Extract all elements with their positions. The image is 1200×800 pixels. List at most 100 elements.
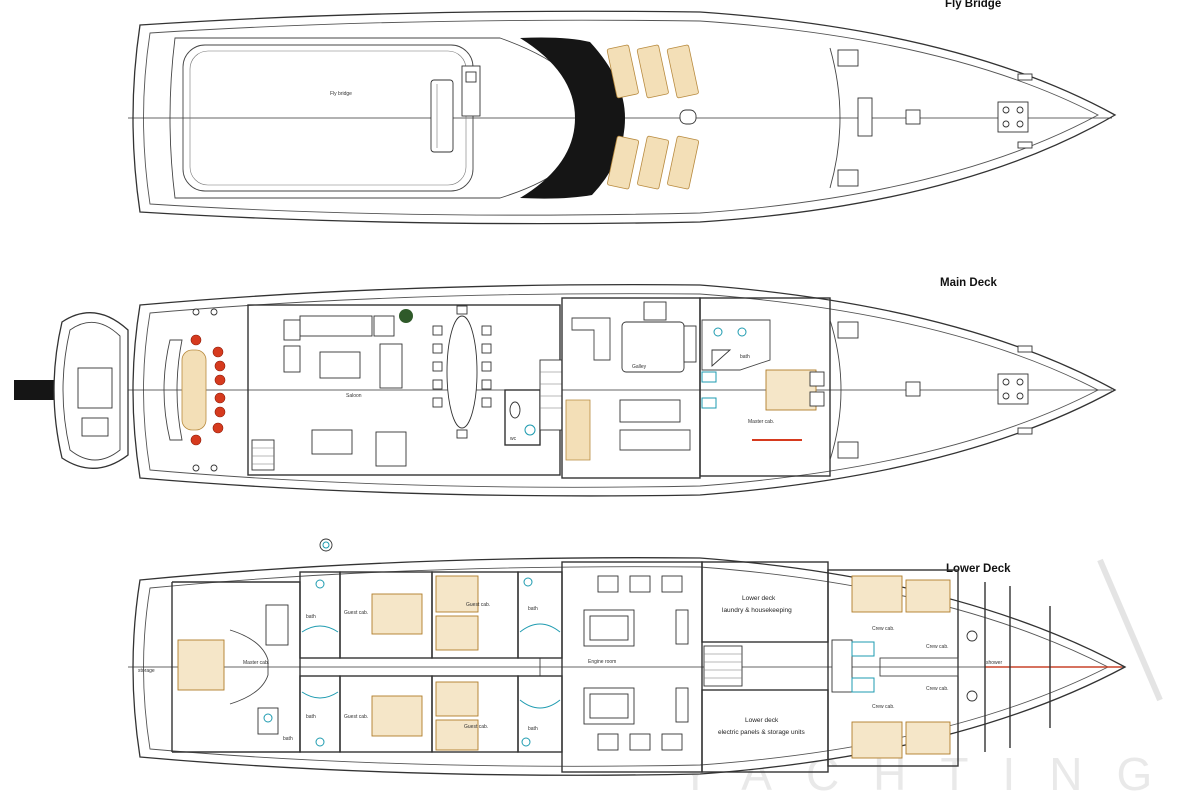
dining-chair-5 — [432, 397, 443, 408]
guest-cab-4-label: Guest cab. — [464, 724, 488, 730]
aft-chair-5 — [214, 392, 226, 404]
dining-chairs — [432, 305, 492, 439]
lower-deck-hull — [132, 557, 1127, 776]
fly-bridge-bow-hatch — [905, 109, 921, 125]
main-engine-starboard-detail — [589, 693, 629, 719]
crew-stair — [831, 639, 853, 693]
fly-bridge-hatch — [679, 109, 697, 125]
galley-stair-tan — [565, 399, 591, 461]
dining-chair-9 — [481, 379, 492, 390]
guest-bath-3-shower — [301, 691, 339, 699]
master-basin-2 — [737, 327, 747, 337]
saloon-bar — [311, 429, 353, 455]
windlass-bollard-3 — [1002, 120, 1010, 128]
saloon-label: Saloon — [346, 393, 362, 399]
guest-cab-4-bed-2 — [435, 719, 479, 751]
master-bed — [765, 369, 817, 411]
saloon-armchair-3 — [283, 345, 301, 373]
guest-bath-4-shower — [519, 699, 561, 709]
fly-bridge-bow-locker — [857, 97, 873, 137]
engine-room-tank-1 — [675, 609, 689, 645]
fly-bridge-windscreen — [520, 37, 625, 199]
lower-master-curve-wall — [229, 629, 269, 705]
sun-lounger-6 — [667, 135, 700, 190]
fly-bridge-title: Fly Bridge — [945, 0, 1001, 10]
lower-master-wardrobe — [265, 604, 289, 646]
main-deck-title: Main Deck — [940, 277, 997, 289]
fly-bridge-bow-steps-top — [837, 49, 859, 67]
galley-counter-1 — [571, 317, 611, 361]
guest-cab-1-label: Guest cab. — [344, 610, 368, 616]
main-deck-windlass — [997, 373, 1029, 405]
guest-bath-4-basin — [521, 737, 531, 747]
saloon-sideboard — [379, 343, 403, 389]
aft-chair-3 — [214, 360, 226, 372]
lower-deck: Lower Deck storage Master cab. bath — [128, 538, 1127, 776]
utility-stair — [703, 645, 743, 687]
guest-bath-1-label: bath — [306, 614, 316, 620]
aft-chair-7 — [212, 422, 224, 434]
main-deck: Main Deck — [14, 277, 1117, 497]
saloon-cabinet — [375, 431, 407, 467]
engine-unit-5 — [629, 733, 651, 751]
main-windlass-bollard-2 — [1016, 378, 1024, 386]
master-bath-walls — [701, 319, 771, 371]
crew-bath-fixture-2 — [851, 677, 875, 693]
guest-bath-1-basin — [315, 579, 325, 589]
guest-cabins-port: bath Guest cab. Guest cab. bath — [299, 571, 563, 659]
guest-cab-2-label: Guest cab. — [466, 602, 490, 608]
lower-deck-title: Lower Deck — [946, 563, 1011, 575]
main-windlass-bollard-1 — [1002, 378, 1010, 386]
main-deck-bollard-2 — [210, 308, 218, 316]
guest-bath-3-label: bath — [306, 714, 316, 720]
fly-bridge-sun-loungers — [606, 44, 700, 190]
saloon: Saloon — [247, 304, 561, 476]
main-deck-cleat-bottom — [1017, 427, 1033, 435]
lower-deck-hull-inner — [143, 566, 1109, 767]
sun-lounger-2 — [636, 44, 669, 99]
crew-bed-2 — [905, 579, 951, 613]
fly-bridge-deck: Fly Bridge Fly bridge — [128, 0, 1117, 225]
galley-label: Galley — [632, 364, 647, 370]
master-bed-pillow-2 — [809, 391, 825, 407]
aft-chair-2 — [212, 346, 224, 358]
aft-cockpit-chairs — [190, 334, 226, 446]
guest-bath-4-label: bath — [528, 726, 538, 732]
galley-fridge — [683, 325, 697, 363]
galley: Galley — [561, 297, 701, 479]
saloon-armchair-1 — [283, 319, 301, 341]
fly-bridge-bow-rail — [829, 47, 841, 189]
sun-lounger-1 — [606, 44, 639, 99]
fly-bridge-helm-seat — [465, 71, 477, 83]
dining-chair-2 — [432, 343, 443, 354]
fly-bridge-cleat-top — [1017, 73, 1033, 81]
crew-bed-1 — [851, 575, 903, 613]
engine-room-label: Engine room — [588, 659, 616, 665]
main-windlass-bollard-4 — [1016, 392, 1024, 400]
lower-master-label: Master cab. — [243, 660, 269, 666]
aft-chair-1 — [190, 334, 202, 346]
main-deck-bow-steps-top — [837, 321, 859, 339]
fly-bridge-deck-area-inner — [189, 50, 467, 186]
storage-label: storage — [138, 668, 155, 674]
galley-stove — [643, 301, 667, 321]
wc-basin — [524, 424, 536, 436]
dining-chair-7 — [481, 343, 492, 354]
engine-unit-1 — [597, 575, 619, 593]
fly-bridge-cleat-bottom — [1017, 141, 1033, 149]
wc-label: wc — [510, 436, 517, 442]
main-deck-bollard-4 — [210, 464, 218, 472]
sun-lounger-4 — [607, 135, 640, 190]
galley-bench — [619, 429, 691, 451]
engine-room-tank-2 — [675, 687, 689, 723]
crew-cab-3-label: Crew cab. — [926, 686, 949, 692]
crew-cab-4-label: Crew cab. — [872, 704, 895, 710]
windlass-bollard-2 — [1016, 106, 1024, 114]
panels-title: Lower deck — [745, 717, 779, 724]
crew-toilet-2 — [966, 690, 978, 702]
windlass-bollard-4 — [1016, 120, 1024, 128]
main-deck-cleat-top — [1017, 345, 1033, 353]
main-windlass-bollard-3 — [1002, 392, 1010, 400]
lower-master-bath-label: bath — [283, 736, 293, 742]
laundry-desc: laundry & housekeeping — [722, 607, 792, 614]
